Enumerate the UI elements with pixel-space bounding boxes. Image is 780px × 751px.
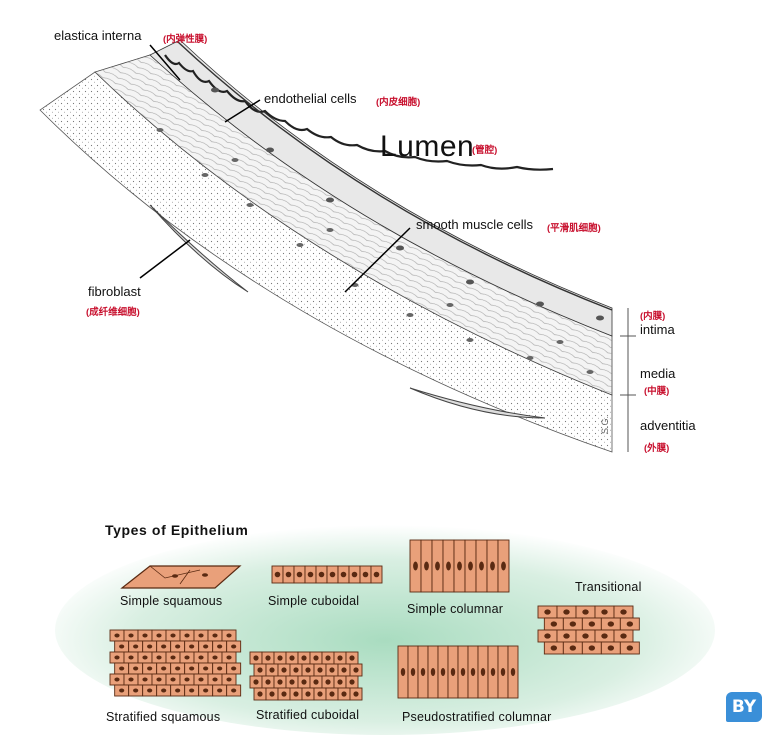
leader-fibroblast	[139, 239, 191, 279]
label-stratified-cuboidal: Stratified cuboidal	[256, 708, 360, 722]
label-transitional: Transitional	[575, 580, 642, 594]
endothelial-line	[177, 41, 613, 311]
label-elastica-interna: elastica interna	[54, 28, 142, 43]
leader-smooth-muscle	[344, 227, 411, 293]
adventitia-layer	[39, 71, 613, 453]
label-fibroblast: fibroblast	[88, 284, 141, 299]
label-endothelial-cells: endothelial cells	[264, 91, 357, 106]
layer-media: media	[640, 366, 676, 381]
artist-signature: S.G.	[600, 415, 611, 435]
fibroblast-cell	[149, 204, 249, 293]
label-smooth-muscle-cells: smooth muscle cells	[416, 217, 534, 232]
leader-endothelial	[224, 99, 261, 123]
lumen-title-zh: (管腔)	[472, 145, 498, 156]
pseudostratified-columnar-illustration	[397, 645, 519, 699]
layer-intima: intima	[640, 322, 675, 337]
layer-adventitia: adventitia	[640, 418, 696, 433]
layer-media-zh: (中膜)	[644, 386, 670, 397]
simple-columnar-illustration	[409, 539, 510, 593]
stratified-squamous-illustration	[109, 629, 242, 697]
label-pseudostratified-columnar: Pseudostratified columnar	[402, 710, 552, 724]
label-simple-cuboidal: Simple cuboidal	[268, 594, 360, 608]
simple-cuboidal-illustration	[271, 565, 383, 584]
elastica-interna-line	[164, 54, 554, 171]
endothelial-nuclei	[211, 87, 604, 321]
fibroblast-cell	[409, 387, 546, 419]
epithelium-title: Types of Epithelium	[105, 522, 249, 538]
layer-intima-zh: (内膜)	[640, 311, 666, 322]
label-fibroblast-zh: (成纤维细胞)	[86, 307, 140, 318]
by-logo: BY	[726, 692, 762, 722]
lumen-title: Lumen	[380, 130, 475, 163]
label-simple-columnar: Simple columnar	[407, 602, 504, 616]
smooth-muscle-nuclei	[156, 128, 594, 374]
label-simple-squamous: Simple squamous	[120, 594, 223, 608]
layer-adventitia-zh: (外膜)	[644, 443, 670, 454]
label-stratified-squamous: Stratified squamous	[106, 710, 221, 724]
label-endothelial-cells-zh: (内皮细胞)	[376, 97, 421, 108]
stratified-cuboidal-illustration	[249, 651, 363, 701]
label-elastica-interna-zh: (内弹性膜)	[163, 34, 208, 45]
intima-layer	[149, 39, 613, 337]
leader-elastica	[149, 44, 181, 81]
label-smooth-muscle-cells-zh: (平滑肌细胞)	[547, 223, 601, 234]
simple-squamous-illustration	[120, 565, 242, 589]
transitional-illustration	[537, 605, 640, 655]
